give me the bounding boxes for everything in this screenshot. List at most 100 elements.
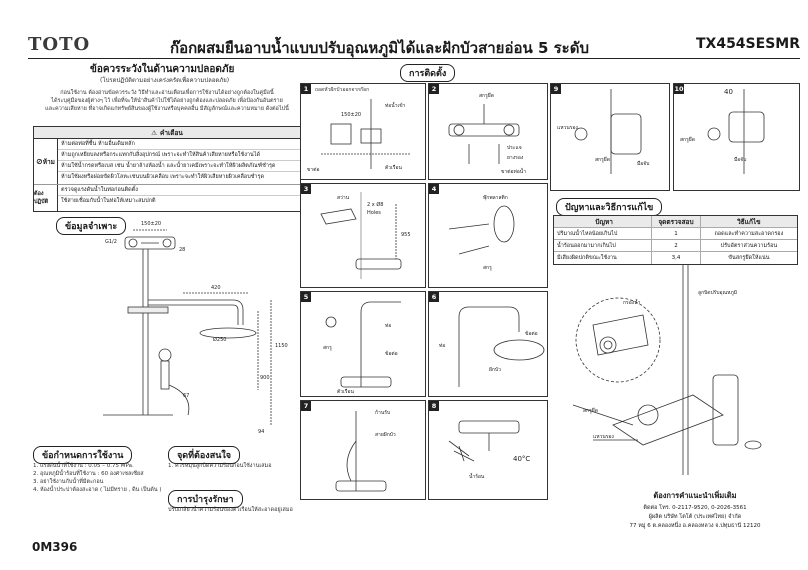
- trouble-cell: ถอดและทำความสะอาดกรอง: [699, 228, 797, 239]
- prohibit-label-text: ห้าม: [42, 157, 55, 166]
- safety-subtitle: (โปรดปฏิบัติตามอย่างเคร่งครัดเพื่อความปล…: [100, 77, 230, 84]
- panel-drawing: [335, 411, 387, 492]
- panel-label: ก้านรับ: [375, 410, 391, 416]
- callout-label: ลูกบิดปรับอุณหภูมิ: [698, 290, 738, 296]
- trouble-cell: ขันสกรูยึดให้แน่น: [699, 252, 797, 264]
- panel-drawing: [458, 306, 545, 387]
- panel-label: ฝักบัว: [489, 367, 501, 373]
- panel-note: ถอดหัวฝักบัวออกจากก๊อก: [315, 87, 370, 93]
- panel-number: 2: [429, 84, 439, 94]
- panel-label: มือจับ: [637, 161, 650, 167]
- dim-label: G1/2: [105, 239, 117, 245]
- brand-logo: TOTO: [28, 34, 91, 55]
- maintenance-badge: การบำรุงรักษา: [168, 490, 243, 508]
- table-row: ปริมาณน้ำไหลน้อยเกินไป 1 ถอดและทำความสะอ…: [554, 228, 797, 240]
- usage-badge: ข้อกำหนดการใช้งาน: [33, 446, 133, 464]
- panel-label: 2 x Ø8: [367, 202, 384, 208]
- panel-label: ตัวเรือน: [337, 389, 354, 395]
- panel-label: สว่าน: [337, 195, 350, 201]
- dim-label: 67: [183, 393, 190, 399]
- panel-label: ท่อน้ำเข้า: [385, 103, 406, 109]
- usage-item: 1. แรงดันน้ำที่ใช้งาน : 0.05 – 0.75 MPa.: [33, 463, 134, 469]
- panel-label: ขาต่อ: [307, 167, 320, 173]
- trouble-cell: 2: [651, 240, 700, 251]
- panel-number: 7: [301, 401, 311, 411]
- trouble-col-header: วิธีแก้ไข: [699, 216, 797, 227]
- dim-label: 94: [258, 429, 265, 435]
- dim-label: 420: [211, 285, 221, 291]
- panel-label: 150±20: [341, 112, 362, 118]
- exploded-diagram: ลูกบิดปรับอุณหภูมิ กรองน้ำ สกรูยึด แหวนร…: [553, 265, 798, 485]
- panel-label: สกรูยึด: [680, 137, 695, 143]
- spec-badge: ข้อมูลจำเพาะ: [56, 217, 127, 235]
- panel-drawing: [448, 205, 515, 255]
- document-title: ก๊อกผสมยืนอาบน้ำแบบปรับอุณหภูมิได้และฝัก…: [170, 39, 589, 57]
- trouble-cell: มีเสียงผิดปกติขณะใช้งาน: [557, 255, 617, 261]
- trouble-cell: ปริมาณน้ำไหลน้อยเกินไป: [557, 230, 618, 237]
- panel-label: 40: [724, 88, 733, 96]
- usage-list: 1. แรงดันน้ำที่ใช้งาน : 0.05 – 0.75 MPa.…: [33, 463, 163, 495]
- panel-drawing: [320, 192, 402, 279]
- install-badge: การติดตั้ง: [400, 64, 456, 82]
- dim-label: Ø250: [213, 337, 227, 343]
- panel-number: 10: [674, 84, 684, 94]
- maintenance-text: ปรับเกลียวน้ำความร้อนของตัวเรือนให้สะอาด…: [168, 507, 293, 513]
- panel-label: ข้อต่อ: [525, 331, 538, 337]
- panel-number: 9: [551, 84, 561, 94]
- contact-line: ติดต่อ โทร. 0-2117-9520, 0-2026-3561: [643, 505, 747, 511]
- panel-drawing: [448, 104, 520, 164]
- trouble-table: ปัญหา จุดตรวจสอบ วิธีแก้ไข ปริมาณน้ำไหลน…: [553, 215, 798, 265]
- must-row: ต้องปฏิบัติ ตรวจดูแรงดันน้ำในท่อก่อนติดต…: [34, 185, 300, 211]
- dim-label: 150±20: [141, 221, 162, 227]
- callout-label: สกรูยึด: [583, 408, 598, 414]
- must-items: ตรวจดูแรงดันน้ำในท่อก่อนติดตั้ง ใช้สายเช…: [58, 185, 300, 211]
- install-panel-1: 1 ถอดหัวฝักบัวออกจากก๊อก 150±20 ท่อน้ำเข…: [300, 83, 426, 180]
- install-panel-7: 7 ก้านรับ สายฝักบัว: [300, 400, 426, 500]
- header-divider: [28, 58, 800, 59]
- model-number: TX454SESMR: [695, 36, 800, 52]
- panel-label: ขาต่อท่อน้ำ: [501, 169, 526, 175]
- prohibit-row: ⊘ห้าม ห้ามต่อท่อที่ชื้น ห้ามอื่นเดิมหลัก…: [34, 139, 300, 185]
- trouble-cell: 3,4: [651, 252, 700, 264]
- panel-number: 6: [429, 292, 439, 302]
- usage-item: 2. อุณหภูมิน้ำร้อนที่ใช้งาน : 60 องศาเซล…: [33, 470, 144, 477]
- trouble-header-row: ปัญหา จุดตรวจสอบ วิธีแก้ไข: [554, 216, 797, 228]
- panel-number: 4: [429, 184, 439, 194]
- panel-label: สกรู: [323, 345, 332, 351]
- prohibit-item: ห้ามใช้น้ำกรดหรือเบส เช่น น้ำยาล้างห้องน…: [58, 161, 300, 172]
- trouble-cell: น้ำร้อนออกมามากเกินไป: [557, 242, 616, 249]
- table-row: น้ำร้อนออกมามากเกินไป 2 ปรับอัตราส่วนควา…: [554, 240, 797, 252]
- safety-intro-line: ก่อนใช้งาน ต้องอ่านข้อควรระวัง วิธีทำและ…: [60, 90, 274, 96]
- trouble-col-header: จุดตรวจสอบ: [651, 216, 700, 227]
- prohibit-item: ห้ามใช้ผงหรือฝอยขัดผิวโลหะเช่นบนผิวเคลือ…: [61, 174, 265, 180]
- document-code: 0M396: [32, 540, 78, 554]
- panel-drawing: [325, 301, 401, 388]
- dim-label: 28: [179, 247, 186, 253]
- table-row: มีเสียงผิดปกติขณะใช้งาน 3,4 ขันสกรูยึดให…: [554, 252, 797, 264]
- panel-drawing: [321, 99, 411, 169]
- panel-label: Holes: [367, 210, 381, 216]
- panel-label: ประแจ: [507, 145, 522, 151]
- trouble-badge: ปัญหาและวิธีการแก้ไข: [556, 198, 663, 216]
- prohibit-item: ห้ามต่อท่อที่ชื้น ห้ามอื่นเดิมหลัก: [58, 139, 300, 150]
- trouble-cell: ปรับอัตราส่วนความร้อน: [699, 240, 797, 251]
- prohibit-icon: ⊘: [36, 157, 43, 166]
- contact-line: 77 หมู่ 6 ต.คลองหนึ่ง อ.คลองหลวง จ.ปทุมธ…: [629, 522, 761, 529]
- panel-label: น้ำร้อน: [469, 474, 485, 480]
- caution-badge: จุดที่ต้องสนใจ: [168, 446, 241, 464]
- contact-block: ต้องการคำแนะนำเพิ่มเติม ติดต่อ โทร. 0-21…: [590, 490, 800, 530]
- panel-number: 5: [301, 292, 311, 302]
- install-panel-10: 10 40 สกรูยึด มือจับ: [673, 83, 800, 191]
- panel-label: ตัวเรือน: [385, 165, 402, 171]
- contact-line: ผู้ผลิต บริษัท โตโต้ (ประเทศไทย) จำกัด: [648, 513, 742, 520]
- install-panel-2: 2 สกรูยึด ประแจ ยางรอง ขาต่อท่อน้ำ: [428, 83, 548, 180]
- panel-number: 3: [301, 184, 311, 194]
- trouble-cell: 1: [651, 228, 700, 239]
- panel-drawing: [574, 89, 642, 174]
- panel-label: ข้อต่อ: [385, 351, 398, 357]
- prohibit-items: ห้ามต่อท่อที่ชื้น ห้ามอื่นเดิมหลัก ห้ามถ…: [58, 139, 300, 184]
- panel-number: 1: [301, 84, 311, 94]
- dim-label: 1150: [275, 343, 288, 349]
- panel-label: ยางรอง: [507, 155, 524, 161]
- install-panel-3: 3 สว่าน 2 x Ø8 Holes 955: [300, 183, 426, 288]
